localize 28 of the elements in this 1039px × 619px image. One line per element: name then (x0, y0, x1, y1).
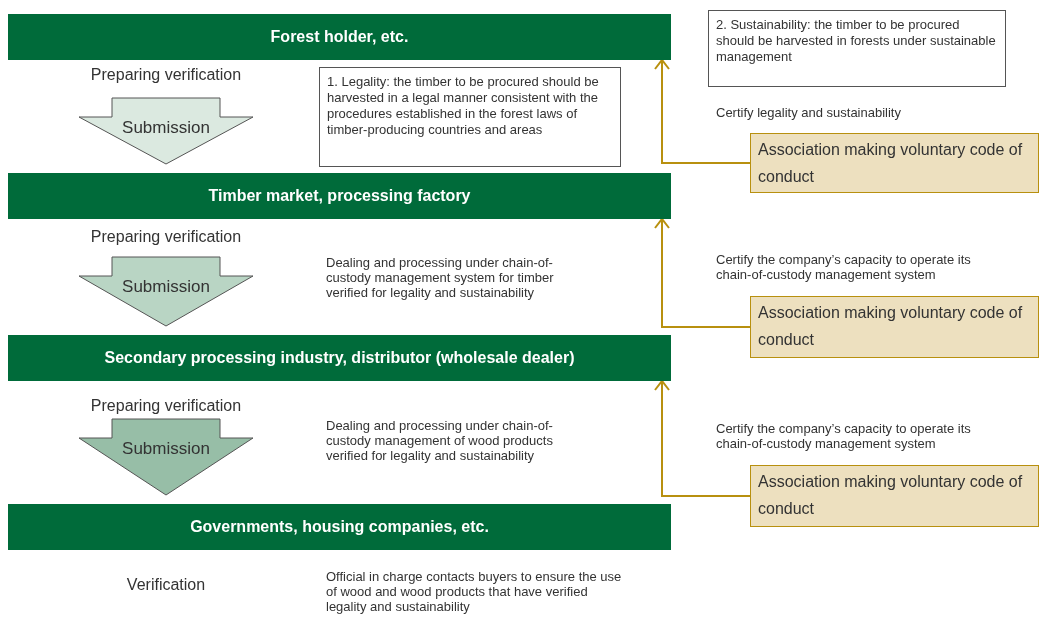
edge-label: Submission (121, 277, 211, 297)
arrow (654, 59, 751, 164)
certification-note: Certify the company’s capacity to operate its chain-of-custody management system (716, 252, 972, 282)
process-note: Dealing and processing under chain-of-custody management system for timber verified for legality and sustainability (326, 255, 555, 300)
block-arrow (78, 418, 254, 496)
step-caption: Preparing verification (89, 67, 243, 82)
certification-note: Certify legality and sustainability (716, 105, 902, 120)
arrow (654, 380, 751, 497)
block-arrow (78, 256, 254, 327)
criteria-note: 2. Sustainability: the timber to be procured should be harvested in forests under sustainable management (708, 10, 1006, 87)
step-caption: Preparing verification (89, 398, 243, 413)
edge-label: Submission (121, 118, 211, 138)
stage-banner: Secondary processing industry, distributor (wholesale dealer) (8, 335, 671, 381)
stage-banner: Timber market, processing factory (8, 173, 671, 219)
process-note: Official in charge contacts buyers to ensure the use of wood and wood products that have verified legality and sustainability (326, 569, 623, 614)
step-caption: Verification (125, 577, 207, 592)
stage-banner: Governments, housing companies, etc. (8, 504, 671, 550)
certification-note: Certify the company’s capacity to operate its chain-of-custody management system (716, 421, 972, 451)
edge-label: Submission (121, 439, 211, 459)
block-arrow (78, 97, 254, 165)
association-box: Association making voluntary code of conduct (750, 465, 1039, 527)
step-caption: Preparing verification (89, 229, 243, 244)
criteria-note: 1. Legality: the timber to be procured should be harvested in a legal manner consistent with the procedures established in the forest laws of timber-producing countries and areas (319, 67, 621, 167)
process-note: Dealing and processing under chain-of-custody management of wood products verified for legality and sustainability (326, 418, 554, 463)
stage-banner: Forest holder, etc. (8, 14, 671, 60)
association-box: Association making voluntary code of conduct (750, 133, 1039, 193)
association-box: Association making voluntary code of conduct (750, 296, 1039, 358)
arrow (654, 218, 751, 328)
